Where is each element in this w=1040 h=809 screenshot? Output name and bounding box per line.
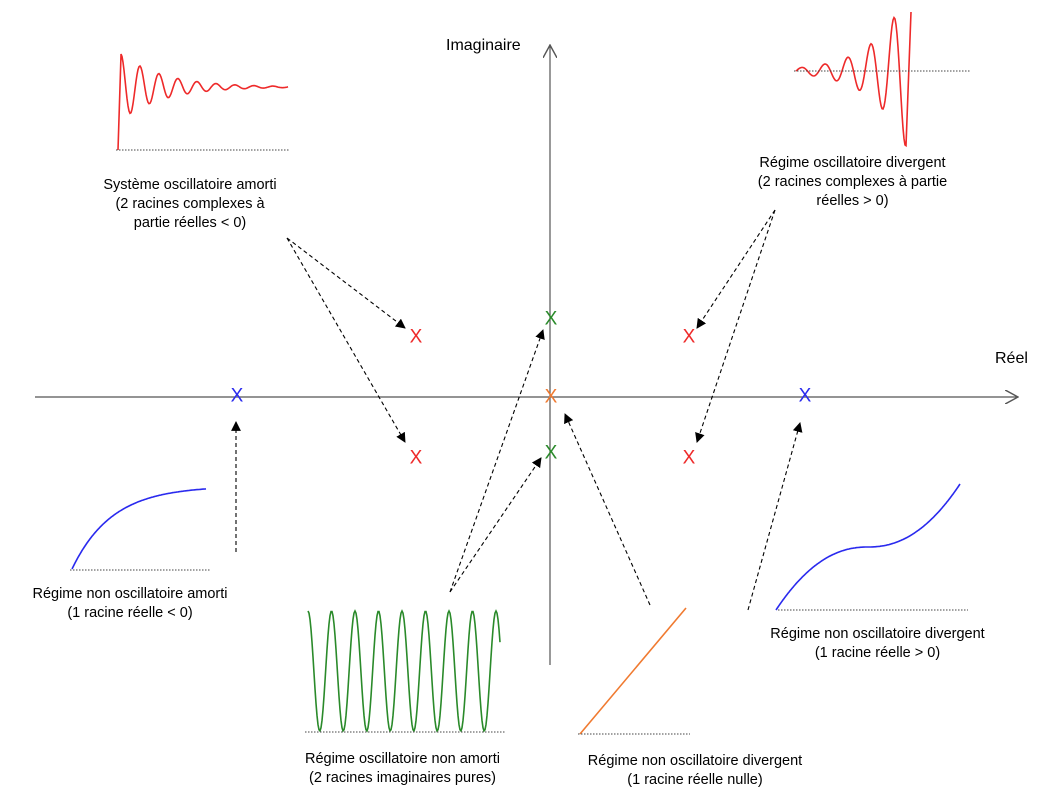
caption-line: partie réelles < 0) [133, 215, 247, 231]
arrow-divergent-to-lower [695, 209, 776, 443]
caption-non-oscillatory-divergent-zero: Régime non oscillatoire divergent (1 rac… [560, 752, 830, 790]
divergent-oscillation-curve [795, 11, 912, 148]
caption-line: (2 racines complexes à [115, 196, 265, 212]
caption-line: Régime non oscillatoire divergent [770, 626, 985, 642]
damped-oscillation-curve [117, 53, 289, 151]
caption-divergent-oscillatory: Régime oscillatoire divergent (2 racines… [740, 154, 965, 211]
caption-undamped-oscillatory: Régime oscillatoire non amorti (2 racine… [280, 750, 525, 788]
arrow-to-origin [564, 413, 651, 606]
pole-origin: X [545, 387, 558, 408]
pole-imag-lower: X [545, 443, 558, 464]
pole-divergent-upper: X [683, 327, 696, 348]
pole-damped-lower: X [410, 448, 423, 469]
pole-damped-upper: X [410, 327, 423, 348]
undamped-oscillation-curve [307, 609, 501, 733]
pole-divergent-lower: X [683, 448, 696, 469]
caption-line: (2 racines complexes à partie [757, 174, 948, 190]
caption-non-oscillatory-divergent-positive: Régime non oscillatoire divergent (1 rac… [735, 625, 1020, 663]
arrow-damped-to-lower [286, 237, 406, 443]
caption-line: (1 racine réelle nulle) [627, 772, 763, 788]
pole-imag-upper: X [545, 309, 558, 330]
pole-real-negative: X [231, 386, 244, 407]
caption-damped-oscillatory: Système oscillatoire amorti (2 racines c… [80, 176, 300, 233]
non-oscillatory-divergent-curve [775, 483, 961, 611]
imaginary-axis-label: Imaginaire [446, 37, 521, 54]
caption-line: Système oscillatoire amorti [103, 177, 277, 193]
non-oscillatory-damped-curve [71, 488, 207, 570]
arrow-to-imag-lower [449, 457, 542, 593]
caption-line: (1 racine réelle < 0) [67, 605, 193, 621]
caption-line: Régime non oscillatoire amorti [32, 586, 228, 602]
ramp-line [579, 607, 687, 735]
divergent-oscillation-plot [794, 11, 970, 148]
arrow-to-real-positive [747, 422, 803, 611]
caption-line: (2 racines imaginaires pures) [309, 770, 496, 786]
pole-real-positive: X [799, 386, 812, 407]
caption-line: (1 racine réelle > 0) [814, 645, 941, 661]
caption-line: Régime oscillatoire divergent [759, 155, 946, 171]
non-oscillatory-damped-plot [70, 488, 210, 571]
poles: X X X X X X X X X [231, 309, 812, 469]
ramp-response-plot [578, 607, 690, 735]
non-oscillatory-divergent-plot [775, 483, 968, 611]
arrow-divergent-to-upper [696, 209, 776, 329]
caption-line: Régime non oscillatoire divergent [587, 753, 803, 769]
arrow-to-imag-upper [449, 329, 545, 593]
arrow-damped-to-upper [286, 237, 406, 329]
real-axis-label: Réel [995, 350, 1028, 367]
pointer-arrows [231, 209, 803, 611]
caption-non-oscillatory-damped: Régime non oscillatoire amorti (1 racine… [0, 585, 260, 623]
caption-line: réelles > 0) [816, 193, 889, 209]
undamped-oscillation-plot [305, 609, 505, 733]
damped-oscillation-plot [116, 53, 290, 151]
caption-line: Régime oscillatoire non amorti [304, 751, 501, 767]
